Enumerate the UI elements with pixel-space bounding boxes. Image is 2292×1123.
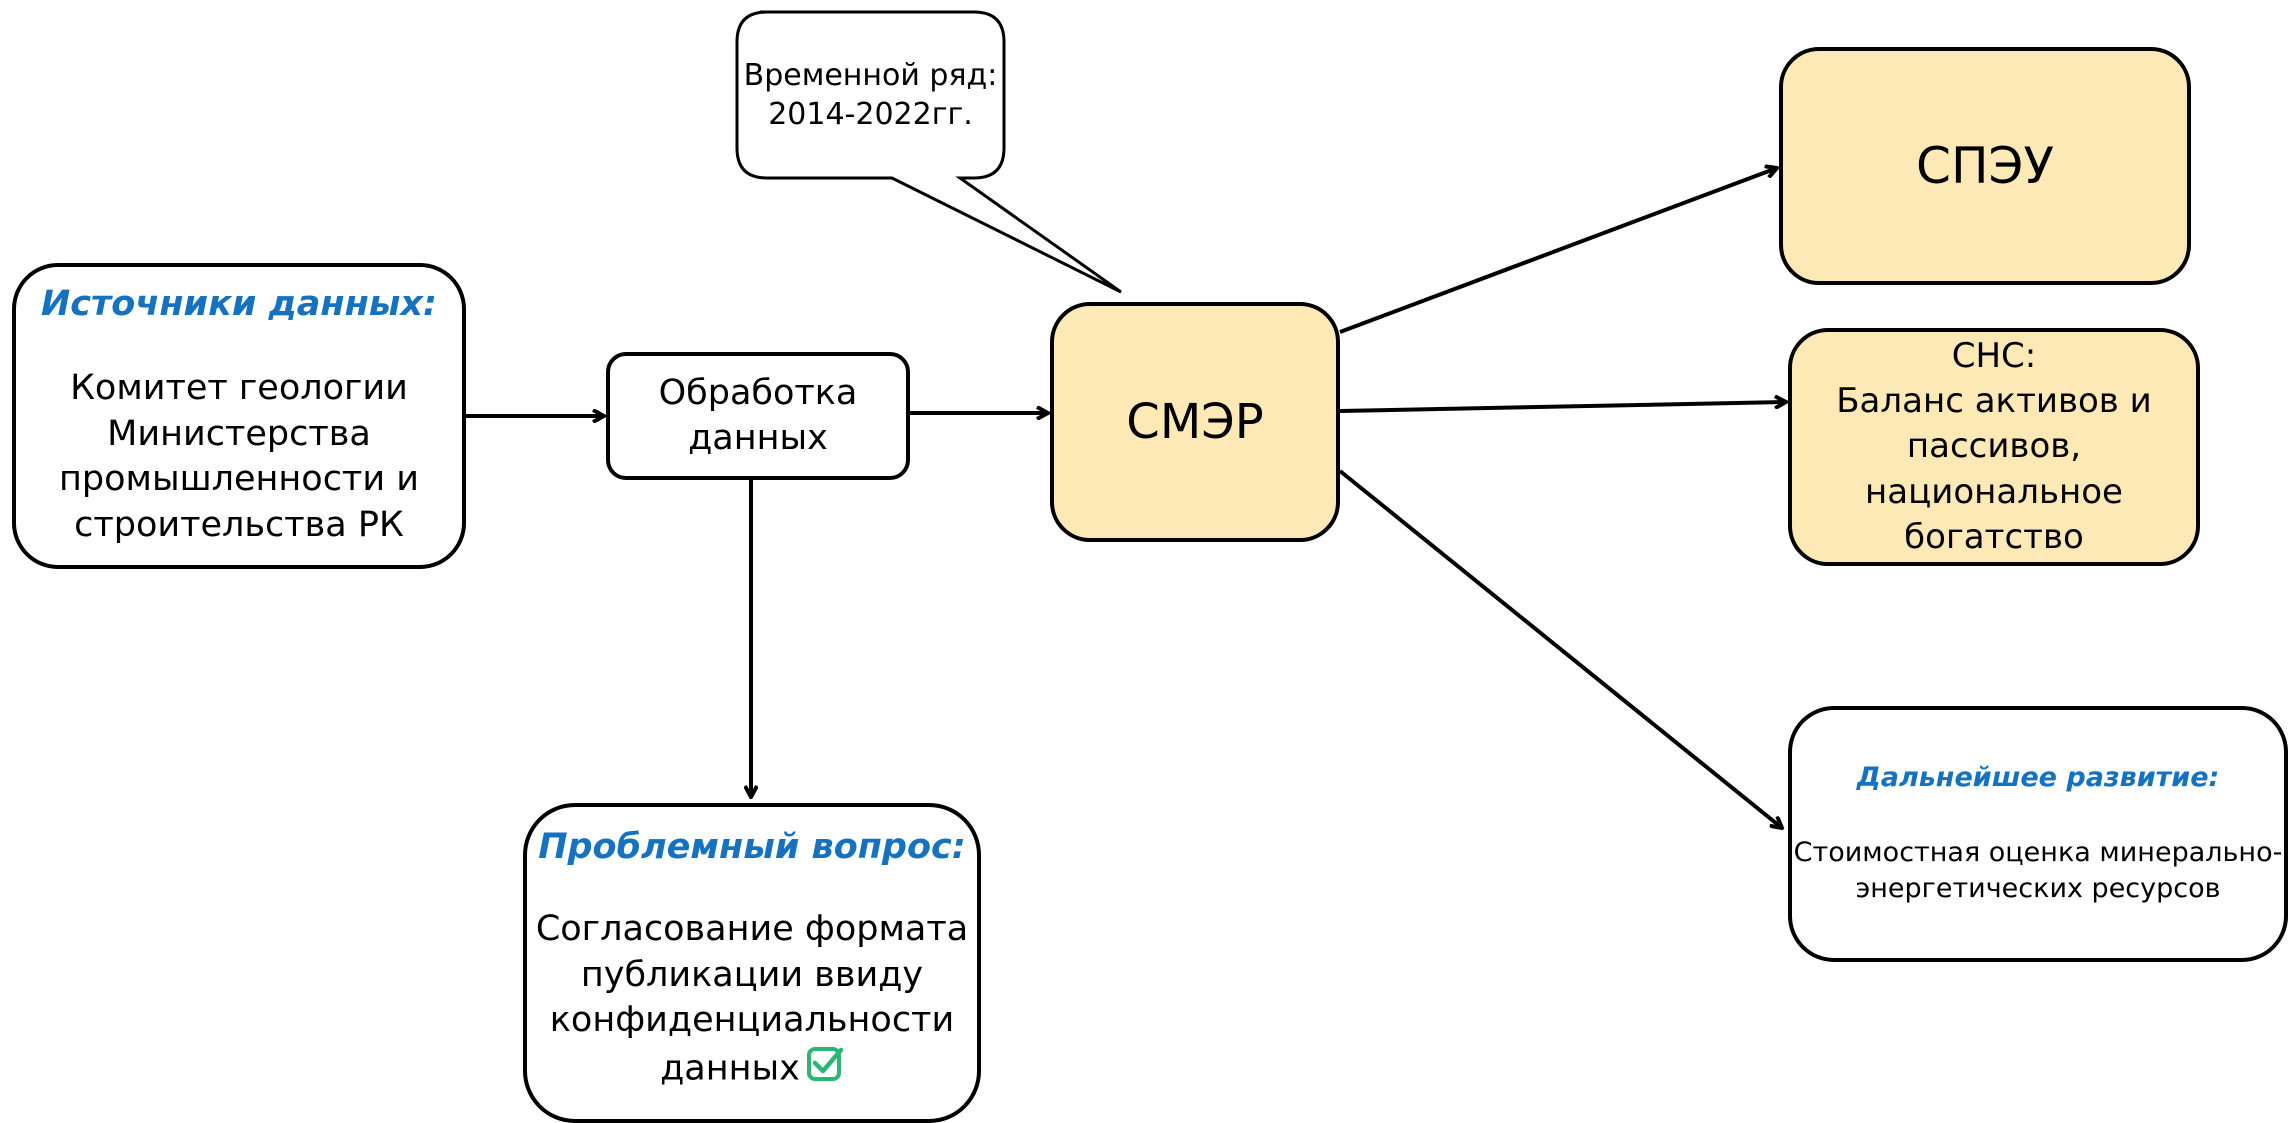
sns-box: СНС: Баланс активов и пассивов, национал… [1788, 328, 2200, 566]
sns-line: богатство [1904, 516, 2084, 557]
sources-box: Источники данных: Комитет геологии Минис… [12, 263, 466, 569]
development-line: энергетических ресурсов [1855, 872, 2221, 904]
callout-line-1: Временной ряд: [743, 58, 998, 93]
development-heading: Дальнейшее развитие: [1856, 762, 2220, 794]
sns-line: СНС: [1951, 335, 2037, 376]
problem-box: Проблемный вопрос: Согласование формата … [523, 803, 981, 1123]
processing-line: данных [688, 418, 828, 458]
processing-line: Обработка [658, 372, 858, 413]
sns-line: национальное [1865, 471, 2123, 512]
development-line: Стоимостная оценка минерально- [1793, 837, 2283, 869]
sources-body: Комитет геологии Министерства промышленн… [59, 366, 419, 548]
development-box: Дальнейшее развитие: Стоимостная оценка … [1788, 706, 2288, 962]
speu-label: СПЭУ [1916, 137, 2054, 195]
sources-line: промышленности и [59, 459, 419, 499]
sources-line: Комитет геологии [70, 368, 408, 408]
problem-line: Согласование формата [535, 909, 969, 949]
smer-label: СМЭР [1126, 394, 1264, 450]
arrow-smer-to-speu [1339, 168, 1777, 334]
problem-last-line: данных [536, 1044, 968, 1095]
problem-line: данных [660, 1047, 800, 1088]
processing-box: Обработка данных [606, 352, 910, 480]
sns-line: пассивов, [1906, 426, 2082, 467]
problem-line: конфиденциальности [549, 1000, 955, 1040]
callout-text: Временной ряд: 2014-2022гг. [737, 12, 1004, 178]
arrow-smer-to-development [1338, 469, 1782, 828]
sources-line: строительства РК [74, 504, 404, 545]
smer-box: СМЭР [1050, 302, 1340, 542]
speu-box: СПЭУ [1779, 47, 2191, 285]
checkbox-checked-icon [806, 1044, 844, 1095]
sources-heading: Источники данных: [40, 284, 438, 324]
sns-line: Баланс активов и [1836, 381, 2152, 422]
problem-line: публикации ввиду [580, 954, 924, 995]
arrow-smer-to-sns [1339, 402, 1786, 413]
problem-heading: Проблемный вопрос: [538, 827, 966, 867]
callout-line-2: 2014-2022гг. [768, 97, 973, 132]
sources-line: Министерства [107, 413, 371, 454]
callout-bubble [735, 10, 1122, 294]
